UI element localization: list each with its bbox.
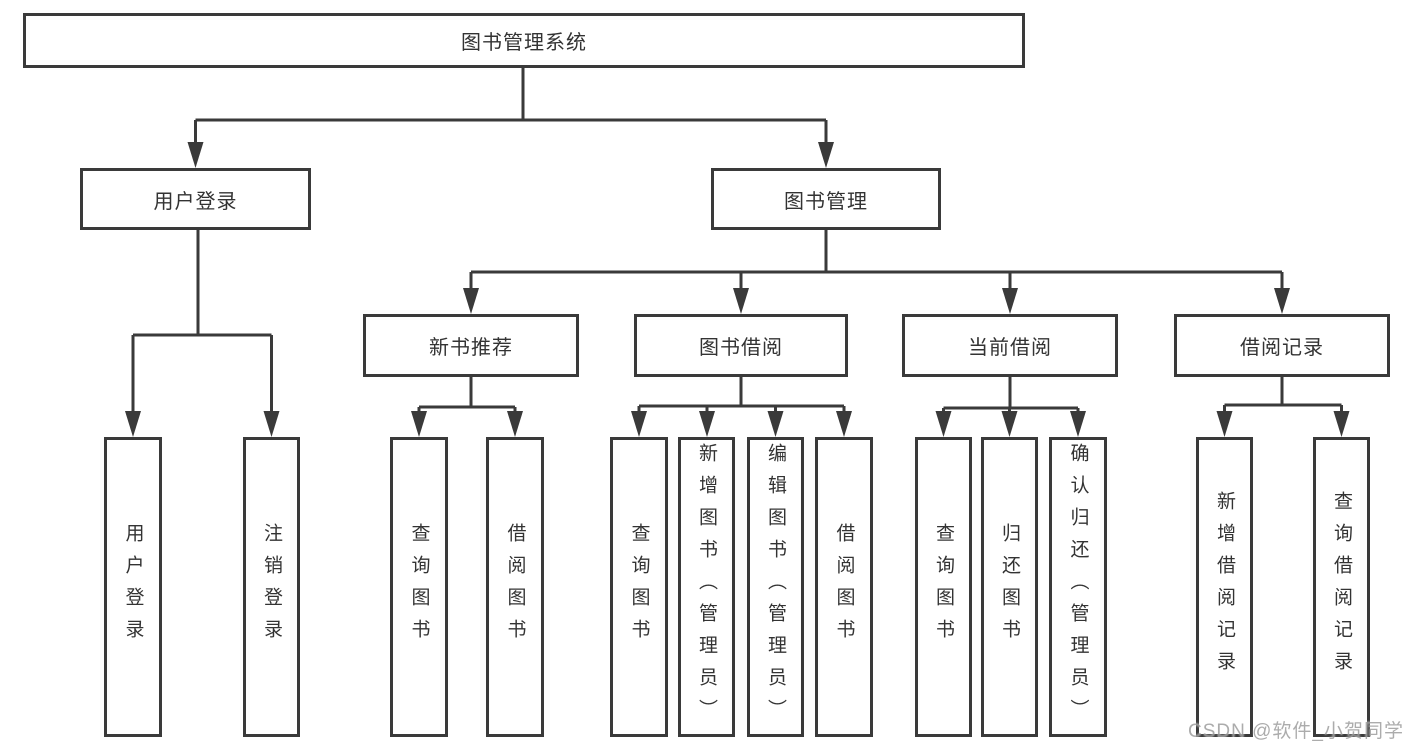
csdn-watermark: CSDN @软件_小贺同学	[1188, 721, 1404, 742]
leaf-confirm-return: 确认归还（管理员）	[1049, 437, 1107, 737]
leaf-edit-book: 编辑图书（管理员）	[747, 437, 804, 737]
node-root: 图书管理系统	[23, 13, 1025, 68]
leaf-add-book: 新增图书（管理员）	[678, 437, 735, 737]
node-book-borrow: 图书借阅	[634, 314, 848, 377]
leaf-borrow-book-2: 借阅图书	[815, 437, 873, 737]
node-user-login: 用户登录	[80, 168, 311, 230]
node-current-borrow: 当前借阅	[902, 314, 1118, 377]
leaf-return-book: 归还图书	[981, 437, 1038, 737]
leaf-borrow-book-1: 借阅图书	[486, 437, 544, 737]
leaf-query-book-2: 查询图书	[610, 437, 668, 737]
leaf-add-record: 新增借阅记录	[1196, 437, 1253, 737]
node-borrow-records: 借阅记录	[1174, 314, 1390, 377]
leaf-query-book-3: 查询图书	[915, 437, 972, 737]
leaf-query-book-1: 查询图书	[390, 437, 448, 737]
node-new-book-rec: 新书推荐	[363, 314, 579, 377]
leaf-user-login: 用户登录	[104, 437, 162, 737]
leaf-query-record: 查询借阅记录	[1313, 437, 1370, 737]
node-book-mgmt: 图书管理	[711, 168, 941, 230]
leaf-logout: 注销登录	[243, 437, 300, 737]
